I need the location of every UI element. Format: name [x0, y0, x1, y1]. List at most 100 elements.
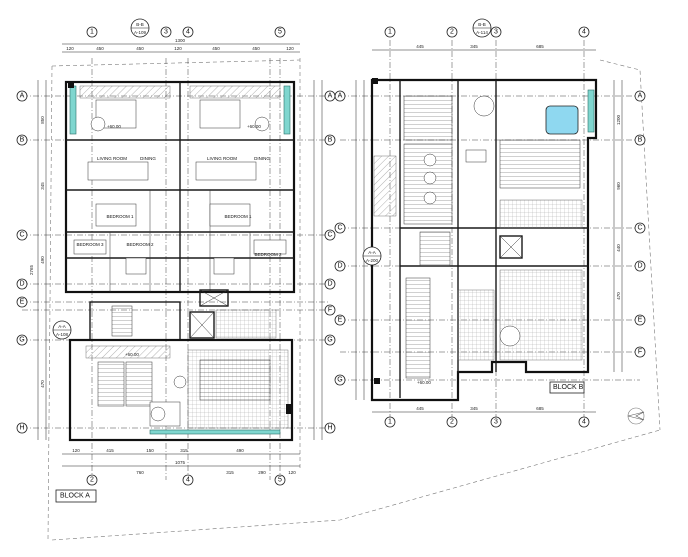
grid-a-col-4-bottom: 4	[186, 477, 190, 484]
section-marker-a-left: A-A A-108	[52, 320, 72, 340]
grid-a-row-a-right: A	[328, 93, 333, 100]
dim-b-right-1: 1200	[616, 114, 621, 125]
grid-b-row-c-left: C	[337, 225, 342, 232]
grid-a-col-5-bottom: 5	[278, 477, 282, 484]
grid-b-row-b-right: B	[638, 137, 643, 144]
grid-b-col-4-bottom: 4	[582, 419, 586, 426]
dim-b-right-3: 440	[616, 244, 621, 252]
grid-a-row-f-right: F	[328, 307, 332, 314]
section-a-left-ref: A-108	[56, 332, 69, 337]
grid-b-row-a-right: A	[638, 93, 643, 100]
section-a-left-name: A-A	[58, 324, 66, 329]
dim-a-bottom-sub-4: 315	[180, 448, 188, 453]
grid-b-row-e-left: E	[338, 317, 343, 324]
dim-b-bottom-1: 445	[416, 406, 424, 411]
grid-b-row-d-right: D	[637, 263, 642, 270]
grid-b-col-2-bottom: 2	[450, 419, 454, 426]
dim-b-top-1: 445	[416, 44, 424, 49]
grid-b-row-f-right: F	[638, 349, 642, 356]
grid-a-row-g-left: G	[19, 337, 24, 344]
dim-b-bottom-2: 345	[470, 406, 478, 411]
grid-a-row-g-right: G	[327, 337, 332, 344]
room-label-bedroom-5: BEDROOM 1	[224, 214, 252, 219]
grid-a-col-1-top: 1	[90, 29, 94, 36]
grid-a-row-d-right: D	[327, 281, 332, 288]
grid-a-col-3-top: 3	[164, 29, 168, 36]
dim-b-top-3: 685	[536, 44, 544, 49]
block-b-dimensions: 445 345 685 445 345 685 1200 960 440 470	[355, 44, 623, 413]
grid-a-row-a-left: A	[20, 93, 25, 100]
grid-a-row-h-right: H	[327, 425, 332, 432]
dim-a-top-3: 450	[136, 46, 144, 51]
room-label-bedroom-3: BEDROOM 3	[76, 242, 104, 247]
section-b-left-ref: A-200	[366, 258, 379, 263]
dim-b-right-4: 470	[616, 292, 621, 300]
dim-a-bottom-1: 760	[136, 470, 144, 475]
grid-b-row-e-right: E	[638, 317, 643, 324]
dim-a-top-4: 120	[174, 46, 182, 51]
grid-a-col-5-top: 5	[278, 29, 282, 36]
grid-a-row-c-right: C	[327, 232, 332, 239]
block-a: LIVING ROOM DINING LIVING ROOM DINING BE…	[22, 58, 330, 480]
block-b-label: BLOCK B	[549, 381, 585, 394]
block-b-grid-bubbles: 1 2 3 4 1 2 3 4 A C D E G A B C D E	[334, 26, 646, 428]
section-a-top-ref: A-109	[134, 30, 147, 35]
block-b-label-text: BLOCK B	[553, 384, 584, 391]
section-b-top-ref: A-114	[476, 30, 488, 35]
dim-a-bottom-sub-8: 490	[236, 448, 244, 453]
grid-b-row-a-left: A	[338, 93, 343, 100]
site-boundary	[47, 58, 661, 541]
grid-a-row-e-left: E	[20, 299, 25, 306]
grid-a-row-d-left: D	[19, 281, 24, 288]
room-label-living-room-1: LIVING ROOM	[97, 156, 127, 161]
dim-a-top-7: 120	[286, 46, 294, 51]
room-label-bedroom-2: BEDROOM 2	[126, 242, 154, 247]
dim-a-bottom-2: 315	[226, 470, 234, 475]
grid-b-col-1-top: 1	[388, 29, 392, 36]
block-a-grid-bubbles: 1 3 4 5 2 4 5 A B C D E G H A B C	[16, 26, 336, 486]
room-label-living-room-2: LIVING ROOM	[207, 156, 237, 161]
section-b-top-name: B-B	[478, 22, 486, 27]
block-a-label: BLOCK A	[55, 489, 97, 503]
grid-b-row-d-left: D	[337, 263, 342, 270]
section-marker-b-top: B-B A-114	[472, 18, 492, 38]
section-a-top-name: B-B	[136, 22, 144, 27]
block-b	[340, 40, 640, 420]
dim-a-left-3: 490	[40, 256, 45, 264]
grid-a-row-c-left: C	[19, 232, 24, 239]
room-label-bedroom-4: BEDROOM 2	[254, 252, 282, 257]
level-4: +60.00	[107, 124, 121, 129]
dim-a-top-2: 450	[96, 46, 104, 51]
section-b-left-name: A-A	[368, 250, 376, 255]
dim-a-left-2: 345	[40, 182, 45, 190]
dim-a-bottom-sub-2: 415	[106, 448, 114, 453]
room-label-dining-1: DINING	[140, 156, 156, 161]
grid-a-row-b-left: B	[20, 137, 25, 144]
dim-b-bottom-3: 685	[536, 406, 544, 411]
grid-b-row-c-right: C	[637, 225, 642, 232]
dim-a-left-4: 470	[40, 380, 45, 388]
dim-a-bottom-total: 1075	[175, 460, 186, 465]
dim-a-top-1: 120	[66, 46, 74, 51]
grid-b-col-1-bottom: 1	[388, 419, 392, 426]
room-label-bedroom-1: BEDROOM 1	[106, 214, 134, 219]
dim-b-right-2: 960	[616, 182, 621, 190]
dim-a-top-6: 450	[252, 46, 260, 51]
dim-a-left-total: 2765	[29, 264, 34, 275]
dim-b-top-2: 345	[470, 44, 478, 49]
grid-a-col-2-bottom: 2	[90, 477, 94, 484]
grid-b-col-2-top: 2	[450, 29, 454, 36]
level-3: +60.00	[417, 380, 431, 385]
dim-a-bottom-4: 120	[288, 470, 296, 475]
section-marker-b-left: A-A A-200	[362, 246, 382, 266]
level-1: +60.00	[125, 352, 139, 357]
grid-b-row-g-left: G	[337, 377, 342, 384]
block-a-dimensions: 1300 120 450 450 120 450 450 120 1075 76…	[29, 38, 323, 475]
dim-a-top-5: 450	[212, 46, 220, 51]
section-marker-a-top: B-B A-109	[130, 18, 150, 38]
grid-b-col-4-top: 4	[582, 29, 586, 36]
grid-a-row-h-left: H	[19, 425, 24, 432]
dim-a-bottom-sub-1: 120	[72, 448, 80, 453]
grid-a-row-b-right: B	[328, 137, 333, 144]
